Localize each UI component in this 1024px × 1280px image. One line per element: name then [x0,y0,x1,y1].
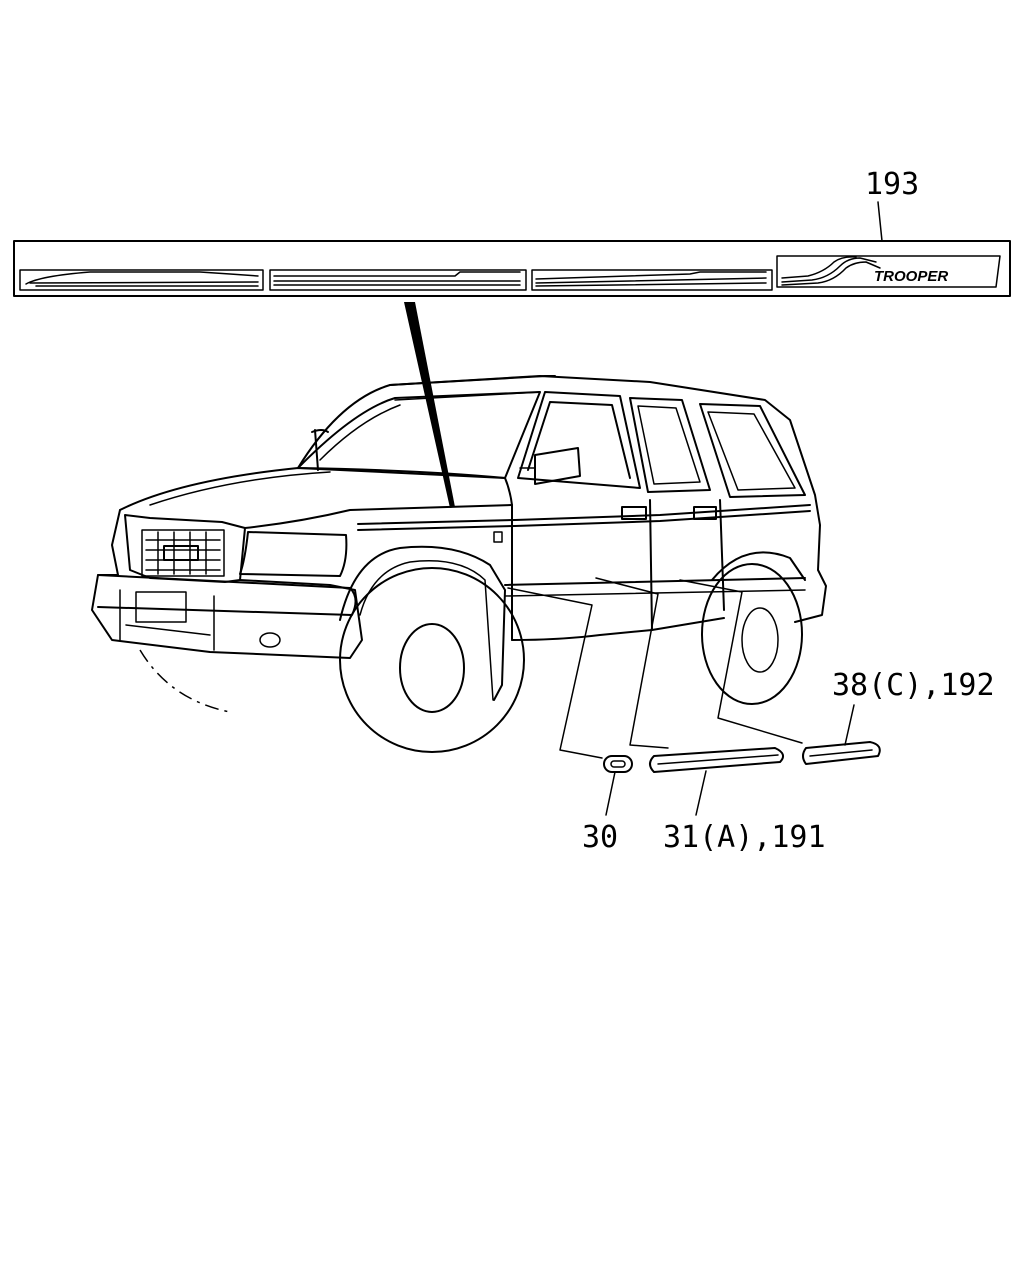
callout-193: 193 [865,167,919,202]
trooper-logo-text: TROOPER [874,268,948,285]
stripe-segment-middle-2 [531,269,773,291]
callout-38c-192: 38(C),192 [832,668,995,703]
stripe-segment-logo: TROOPER [776,255,1001,288]
front-molding-part [649,747,785,773]
callout-30: 30 [582,820,618,855]
callout-31a-191: 31(A),191 [663,820,826,855]
vehicle-illustration [91,375,827,753]
leader-lines [507,577,855,816]
stripe-segment-middle-1 [269,269,527,291]
decal-pointer-arrow [404,302,455,508]
clip-part [603,755,633,773]
decal-panel: TROOPER [13,201,1011,297]
stripe-segment-front [19,269,264,291]
leader-193 [877,201,883,242]
rear-molding-part [802,741,881,765]
